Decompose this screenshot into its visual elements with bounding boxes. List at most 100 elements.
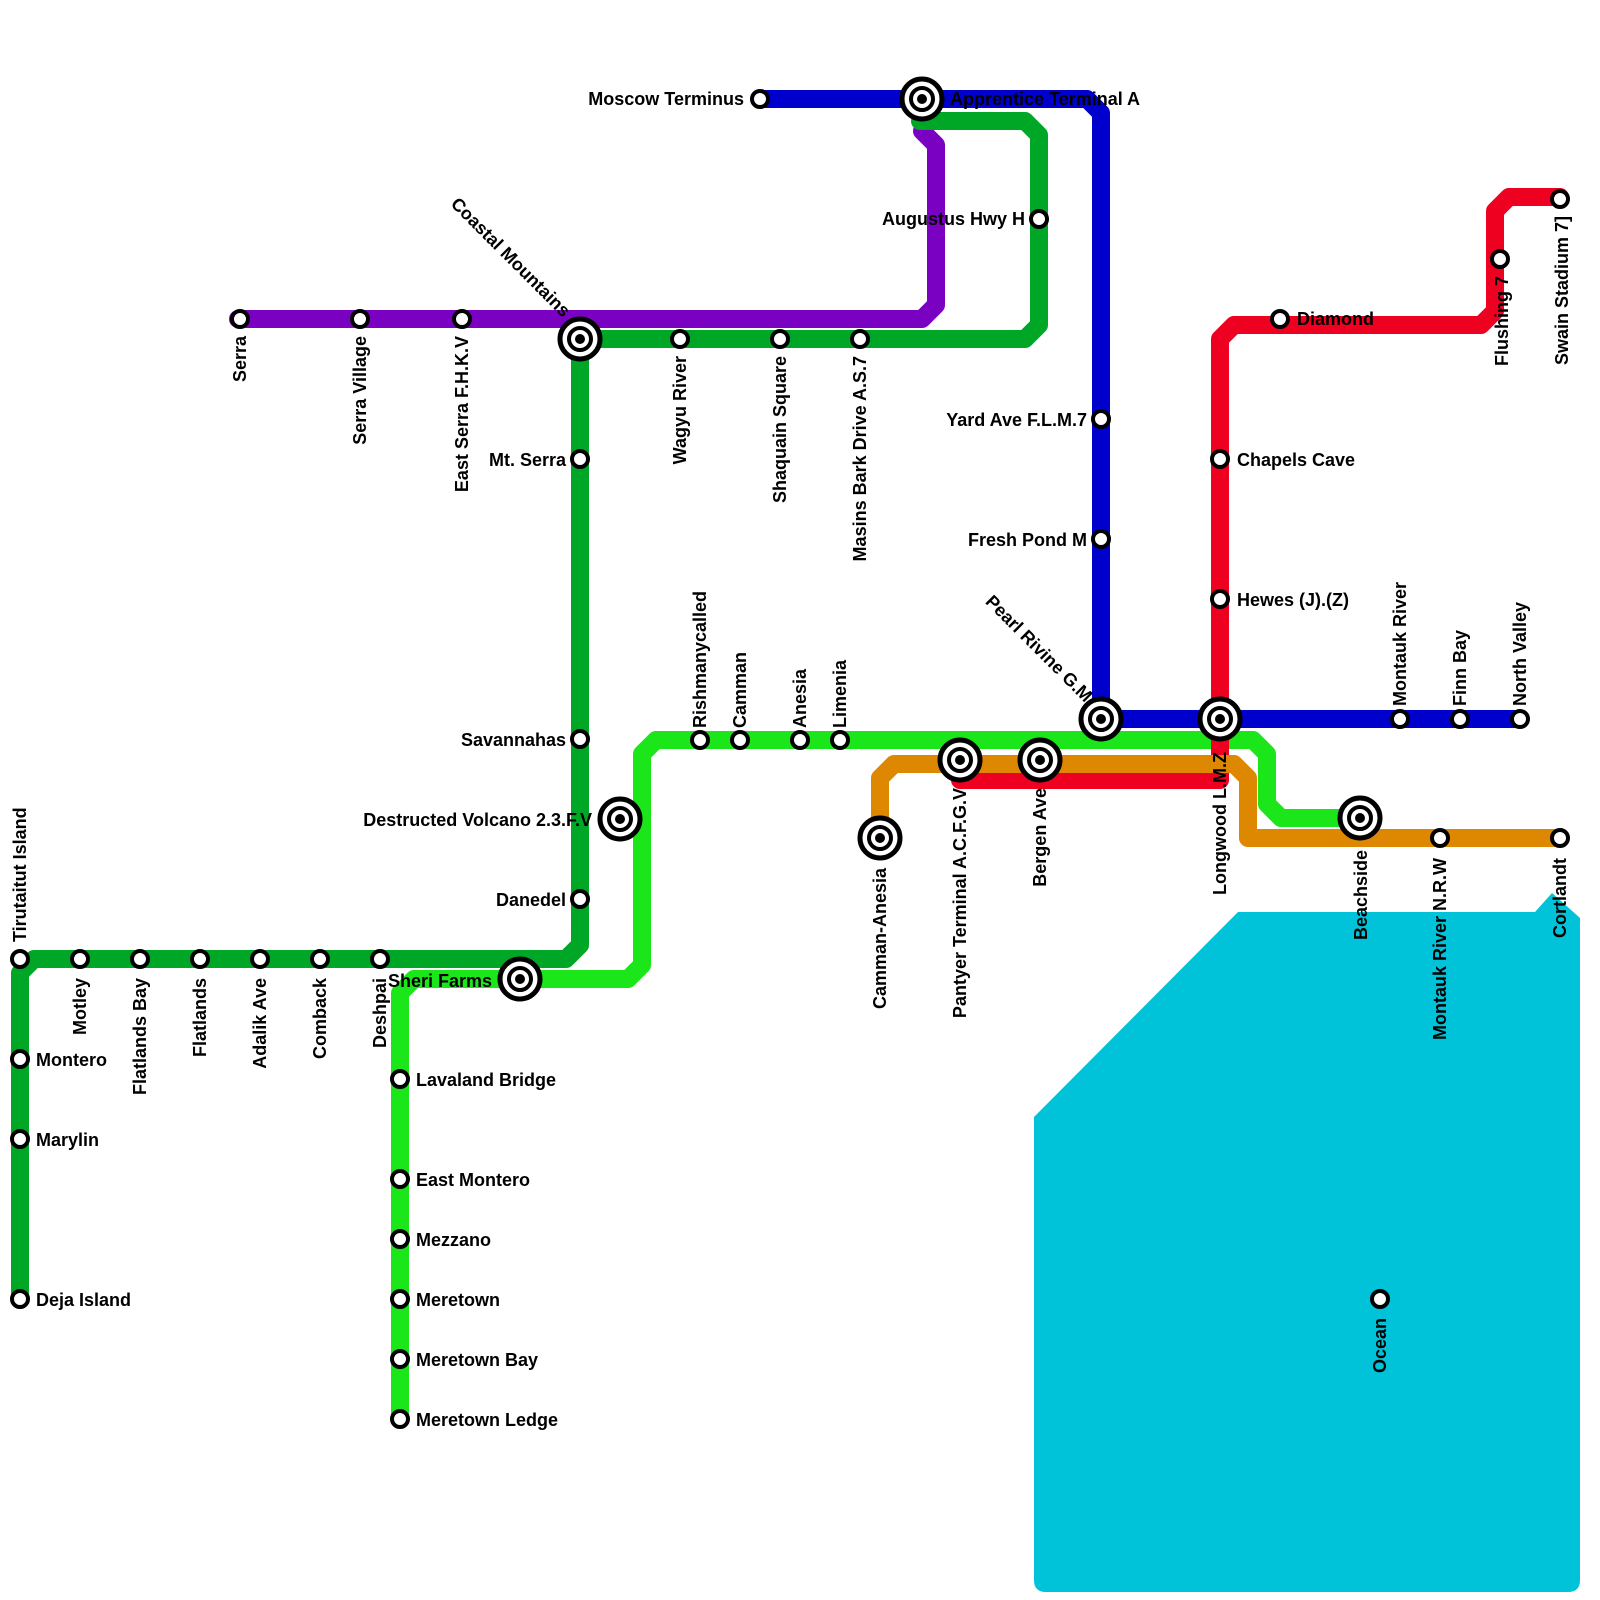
interchange-marker[interactable] bbox=[899, 76, 945, 122]
station-marker[interactable] bbox=[670, 329, 690, 349]
station-label: Masins Bark Drive A.S.7 bbox=[850, 356, 870, 561]
station-marker[interactable] bbox=[830, 730, 850, 750]
station-label: Yard Ave F.L.M.7 bbox=[946, 410, 1087, 430]
station-label: Montero bbox=[36, 1050, 107, 1070]
station-label: Deshpai bbox=[370, 978, 390, 1048]
station-marker[interactable] bbox=[750, 89, 770, 109]
station-label: Finn Bay bbox=[1450, 630, 1470, 706]
dark-green-line bbox=[571, 112, 1048, 348]
station-label: Moscow Terminus bbox=[588, 89, 744, 109]
purple-line bbox=[229, 122, 945, 328]
station-marker[interactable] bbox=[1550, 189, 1570, 209]
interchange-marker[interactable] bbox=[597, 796, 643, 842]
interchange-marker[interactable] bbox=[1337, 795, 1383, 841]
station-label: Meretown Bay bbox=[416, 1350, 538, 1370]
station-marker[interactable] bbox=[730, 730, 750, 750]
station-label: Montauk River bbox=[1390, 582, 1410, 706]
station-marker[interactable] bbox=[250, 949, 270, 969]
station-marker[interactable] bbox=[230, 309, 250, 329]
station-marker[interactable] bbox=[390, 1409, 410, 1429]
station-marker[interactable] bbox=[1029, 209, 1049, 229]
station-label: Sheri Farms bbox=[388, 971, 492, 991]
station-label: Diamond bbox=[1297, 309, 1374, 329]
dark-green-line-trunk bbox=[11, 330, 589, 1309]
station-marker[interactable] bbox=[770, 329, 790, 349]
station-label: Comback bbox=[310, 977, 330, 1059]
interchange-marker[interactable] bbox=[857, 815, 903, 861]
station-label: Meretown Ledge bbox=[416, 1410, 558, 1430]
station-marker[interactable] bbox=[10, 1129, 30, 1149]
station-marker[interactable] bbox=[1390, 709, 1410, 729]
station-label: Tirutaitut Island bbox=[10, 807, 30, 942]
station-label: Danedel bbox=[496, 890, 566, 910]
station-label: Savannahas bbox=[461, 730, 566, 750]
station-label: Camman bbox=[730, 652, 750, 728]
station-marker[interactable] bbox=[190, 949, 210, 969]
interchange-marker[interactable] bbox=[1017, 737, 1063, 783]
station-marker[interactable] bbox=[570, 449, 590, 469]
station-marker[interactable] bbox=[1430, 828, 1450, 848]
station-marker[interactable] bbox=[10, 949, 30, 969]
station-marker[interactable] bbox=[390, 1169, 410, 1189]
interchange-marker[interactable] bbox=[1078, 696, 1124, 742]
station-marker[interactable] bbox=[1370, 1289, 1390, 1309]
station-marker[interactable] bbox=[1091, 409, 1111, 429]
interchange-marker[interactable] bbox=[557, 316, 603, 362]
station-label: Mt. Serra bbox=[489, 450, 567, 470]
station-label: Fresh Pond M bbox=[968, 530, 1087, 550]
station-marker[interactable] bbox=[1210, 589, 1230, 609]
station-label: Adalik Ave bbox=[250, 978, 270, 1069]
station-marker[interactable] bbox=[10, 1049, 30, 1069]
station-marker[interactable] bbox=[390, 1349, 410, 1369]
station-marker[interactable] bbox=[350, 309, 370, 329]
red-line bbox=[951, 188, 1569, 789]
station-label: Rishmanycalled bbox=[690, 591, 710, 728]
station-label: Chapels Cave bbox=[1237, 450, 1355, 470]
station-marker[interactable] bbox=[310, 949, 330, 969]
station-marker[interactable] bbox=[130, 949, 150, 969]
station-marker[interactable] bbox=[1091, 529, 1111, 549]
station-label: Limenia bbox=[830, 659, 850, 728]
station-marker[interactable] bbox=[1210, 449, 1230, 469]
station-marker[interactable] bbox=[1450, 709, 1470, 729]
station-marker[interactable] bbox=[570, 889, 590, 909]
station-label: Serra bbox=[230, 335, 250, 382]
station-marker[interactable] bbox=[370, 949, 390, 969]
station-label: East Serra F.H.K.V bbox=[452, 336, 472, 492]
station-label: Shaquain Square bbox=[770, 356, 790, 503]
station-marker[interactable] bbox=[570, 729, 590, 749]
station-label: Bergen Ave bbox=[1030, 788, 1050, 887]
station-label: Montauk River N.R.W bbox=[1430, 858, 1450, 1040]
station-marker[interactable] bbox=[850, 329, 870, 349]
station-label: Meretown bbox=[416, 1290, 500, 1310]
station-label: North Valley bbox=[1510, 602, 1530, 706]
station-marker[interactable] bbox=[452, 309, 472, 329]
station-marker[interactable] bbox=[10, 1289, 30, 1309]
station-marker[interactable] bbox=[390, 1229, 410, 1249]
station-marker[interactable] bbox=[1490, 249, 1510, 269]
station-marker[interactable] bbox=[390, 1289, 410, 1309]
station-marker[interactable] bbox=[790, 730, 810, 750]
station-label: Flushing 7 bbox=[1492, 276, 1512, 366]
station-marker[interactable] bbox=[1510, 709, 1530, 729]
station-label: Wagyu River bbox=[670, 356, 690, 464]
station-marker[interactable] bbox=[1270, 309, 1290, 329]
interchange-marker[interactable] bbox=[937, 737, 983, 783]
station-label: Swain Stadium 7] bbox=[1552, 216, 1572, 365]
station-marker[interactable] bbox=[690, 730, 710, 750]
station-label: Deja Island bbox=[36, 1290, 131, 1310]
station-marker[interactable] bbox=[70, 949, 90, 969]
station-label: Flatlands Bay bbox=[130, 978, 150, 1095]
station-label: Flatlands bbox=[190, 978, 210, 1057]
station-label: Pantyer Terminal A.C.F.G.V bbox=[950, 788, 970, 1018]
interchange-marker[interactable] bbox=[497, 956, 543, 1002]
station-label: Anesia bbox=[790, 668, 810, 728]
station-label: Augustus Hwy H bbox=[882, 209, 1025, 229]
station-label: Marylin bbox=[36, 1130, 99, 1150]
station-marker[interactable] bbox=[390, 1069, 410, 1089]
station-label: Serra Village bbox=[350, 336, 370, 445]
interchange-marker[interactable] bbox=[1197, 696, 1243, 742]
station-marker[interactable] bbox=[1550, 828, 1570, 848]
station-label: Motley bbox=[70, 978, 90, 1035]
